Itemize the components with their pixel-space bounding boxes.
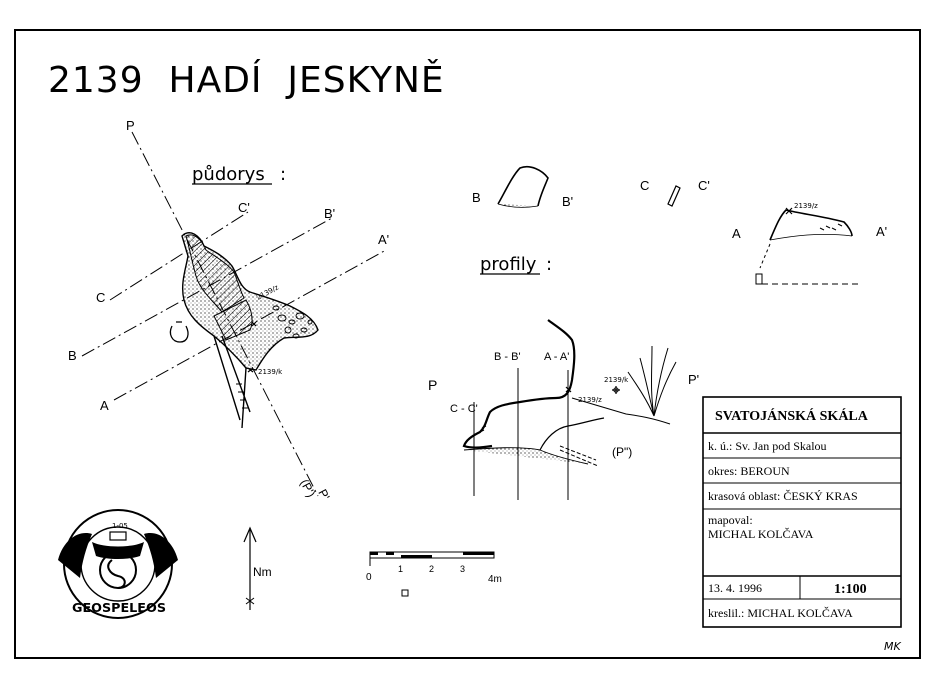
info-mapoval-name: MICHAL KOLČAVA xyxy=(708,527,814,541)
signature: MK xyxy=(884,640,901,653)
section-line-c xyxy=(109,211,249,301)
label-a-prime-section: A' xyxy=(876,224,887,239)
section-c: C C' xyxy=(640,178,710,207)
label-p-plan: P xyxy=(126,118,135,133)
station-z-section: 2139/z xyxy=(794,202,818,210)
plan-label: půdorys xyxy=(192,164,265,185)
profile-section-lines xyxy=(473,368,569,500)
label-c-prime-plan: C' xyxy=(238,200,250,215)
scale-tick-2: 2 xyxy=(429,564,434,574)
info-name: SVATOJÁNSKÁ SKÁLA xyxy=(715,407,869,424)
label-c-section: C xyxy=(640,178,649,193)
scale-tick-4: 4m xyxy=(488,574,502,585)
map-frame xyxy=(14,29,921,659)
station-k-plan: 2139/k xyxy=(258,368,283,376)
info-ku: k. ú.: Sv. Jan pod Skalou xyxy=(708,439,827,453)
label-a-prime-plan: A' xyxy=(378,232,389,247)
scale-tick-1: 1 xyxy=(398,564,403,574)
plan-heading: půdorys : xyxy=(192,164,286,185)
scale-tick-3: 3 xyxy=(460,564,465,574)
label-b-section: B xyxy=(472,190,481,205)
profiles-label: profily xyxy=(480,254,537,275)
label-c-prime-section: C' xyxy=(698,178,710,193)
profiles-heading: profily : xyxy=(480,254,552,275)
geospeleos-logo: 1-05 GEOSPELEOS xyxy=(58,509,178,619)
sink-symbol xyxy=(169,321,189,343)
label-bb-profile: B - B' xyxy=(494,351,521,363)
label-b-prime-plan: B' xyxy=(324,206,335,221)
info-oblast: krasová oblast: ČESKÝ KRAS xyxy=(708,489,858,503)
label-p-prime-profile: P' xyxy=(688,372,699,387)
scale-bar: 0 1 2 3 4m xyxy=(366,551,502,597)
logo-top-label: 1-05 xyxy=(112,522,128,530)
info-mapoval-label: mapoval: xyxy=(708,513,753,527)
scale-tick-0: 0 xyxy=(366,572,372,583)
label-a-plan: A xyxy=(100,398,109,413)
label-p-paren: (P') xyxy=(297,477,318,500)
info-kreslil: kreslil.: MICHAL KOLČAVA xyxy=(708,606,853,620)
station-z-profile: 2139/z xyxy=(578,396,602,404)
label-aa-profile: A - A' xyxy=(544,351,569,363)
cave-profile xyxy=(462,319,677,467)
cave-title: 2139 HADÍ JESKYNĚ xyxy=(48,59,445,101)
label-p-prime-plan: P' xyxy=(315,487,332,503)
profiles-colon: : xyxy=(546,254,552,275)
north-arrow: Nm xyxy=(243,526,272,610)
info-scale: 1:100 xyxy=(834,582,867,597)
label-a-section: A xyxy=(732,226,741,241)
cave-plan xyxy=(181,232,319,429)
info-box: SVATOJÁNSKÁ SKÁLA k. ú.: Sv. Jan pod Ska… xyxy=(702,396,902,628)
section-a: A 2139/z A' xyxy=(732,202,887,285)
station-k-profile: 2139/k xyxy=(604,376,629,384)
label-b-plan: B xyxy=(68,348,77,363)
info-okres: okres: BEROUN xyxy=(708,464,790,478)
label-p-profile: P xyxy=(428,377,437,393)
label-b-prime-section: B' xyxy=(562,194,573,209)
plan-colon: : xyxy=(280,164,286,185)
label-cc-profile: C - C' xyxy=(450,403,478,415)
info-date: 13. 4. 1996 xyxy=(708,581,762,595)
label-p-double-profile: (P") xyxy=(612,445,632,459)
label-c-plan: C xyxy=(96,290,105,305)
section-b: B B' xyxy=(472,165,573,209)
logo-ring-text: GEOSPELEOS xyxy=(72,601,166,615)
north-label: Nm xyxy=(253,565,272,579)
